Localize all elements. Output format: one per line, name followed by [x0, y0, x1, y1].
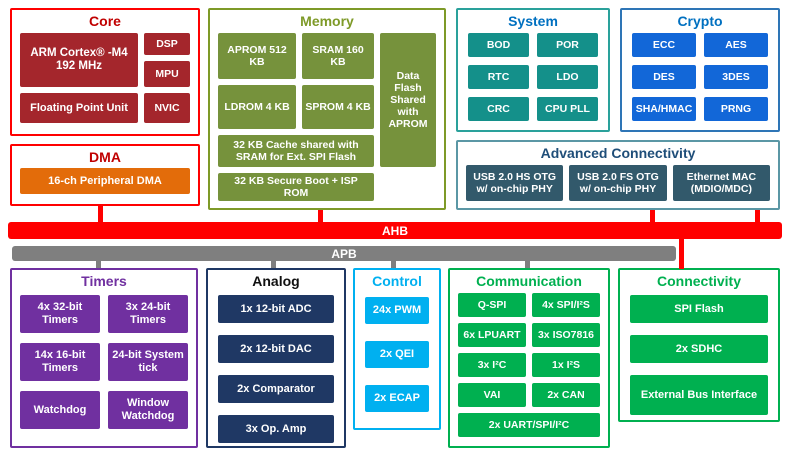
chip-spi-flash: SPI Flash [630, 295, 768, 323]
chip-sram: SRAM 160 KB [302, 33, 374, 79]
bus-connector-advconn-ahb-right [755, 210, 760, 223]
chip-ldo: LDO [537, 65, 598, 89]
chip-aprom: APROM 512 KB [218, 33, 296, 79]
chip-ethernet-mac: Ethernet MAC (MDIO/MDC) [672, 165, 770, 201]
communication-title: Communication [476, 273, 582, 289]
chip-peripheral-dma: 16-ch Peripheral DMA [20, 168, 190, 194]
chip-adc: 1x 12-bit ADC [218, 295, 334, 323]
crypto-title: Crypto [677, 13, 723, 29]
chip-uart-spi-i2c: 2x UART/SPI/I²C [458, 413, 600, 437]
chip-sprom: SPROM 4 KB [302, 85, 374, 129]
chip-rtc: RTC [468, 65, 529, 89]
timers-grid: 4x 32-bit Timers 3x 24-bit Timers 14x 16… [12, 291, 196, 437]
connectivity-stack: SPI Flash 2x SDHC External Bus Interface [620, 291, 778, 425]
crypto-block: Crypto ECC AES DES 3DES SHA/HMAC PRNG [620, 8, 780, 132]
chip-secure-boot: 32 KB Secure Boot + ISP ROM [218, 173, 374, 201]
analog-block: Analog 1x 12-bit ADC 2x 12-bit DAC 2x Co… [206, 268, 346, 448]
chip-iso7816: 3x ISO7816 [532, 323, 600, 347]
chip-arm-cortex-m4: ARM Cortex® -M4 192 MHz [20, 33, 138, 87]
bus-connector-apb-timers [96, 260, 101, 269]
chip-i2c: 3x I²C [458, 353, 526, 377]
chip-op-amp: 3x Op. Amp [218, 415, 334, 443]
chip-vai: VAI [458, 383, 526, 407]
ahb-bus-bar: AHB [8, 222, 782, 239]
chip-16bit-timers: 14x 16-bit Timers [20, 343, 100, 381]
dma-title: DMA [89, 149, 121, 165]
chip-usb-fs-otg: USB 2.0 FS OTG w/ on-chip PHY [569, 165, 667, 201]
memory-block: Memory APROM 512 KB SRAM 160 KB Data Fla… [208, 8, 446, 210]
memory-grid: APROM 512 KB SRAM 160 KB Data Flash Shar… [210, 31, 444, 209]
analog-stack: 1x 12-bit ADC 2x 12-bit DAC 2x Comparato… [208, 291, 344, 453]
timers-block: Timers 4x 32-bit Timers 3x 24-bit Timers… [10, 268, 198, 448]
control-block: Control 24x PWM 2x QEI 2x ECAP [353, 268, 441, 430]
chip-ecc: ECC [632, 33, 696, 57]
control-stack: 24x PWM 2x QEI 2x ECAP [355, 291, 439, 422]
advanced-connectivity-block: Advanced Connectivity USB 2.0 HS OTG w/ … [456, 140, 780, 210]
connectivity-block: Connectivity SPI Flash 2x SDHC External … [618, 268, 780, 422]
bus-connector-apb-control [391, 260, 396, 269]
chip-can: 2x CAN [532, 383, 600, 407]
chip-i2s: 1x I²S [532, 353, 600, 377]
chip-data-flash: Data Flash Shared with APROM [380, 33, 436, 167]
chip-cache: 32 KB Cache shared with SRAM for Ext. SP… [218, 135, 374, 167]
core-block: Core ARM Cortex® -M4 192 MHz DSP MPU Flo… [10, 8, 200, 136]
system-title: System [508, 13, 558, 29]
chip-mpu: MPU [144, 61, 190, 87]
bus-connector-memory-ahb [318, 210, 323, 223]
advanced-connectivity-grid: USB 2.0 HS OTG w/ on-chip PHY USB 2.0 FS… [458, 163, 778, 209]
chip-nvic: NVIC [144, 93, 190, 123]
crypto-grid: ECC AES DES 3DES SHA/HMAC PRNG [622, 31, 778, 131]
dma-grid: 16-ch Peripheral DMA [12, 167, 198, 202]
chip-prng: PRNG [704, 97, 768, 121]
chip-3des: 3DES [704, 65, 768, 89]
chip-des: DES [632, 65, 696, 89]
control-title: Control [372, 273, 422, 289]
chip-dsp: DSP [144, 33, 190, 55]
chip-ecap: 2x ECAP [365, 385, 429, 412]
chip-32bit-timers: 4x 32-bit Timers [20, 295, 100, 333]
chip-pwm: 24x PWM [365, 297, 429, 324]
chip-bod: BOD [468, 33, 529, 57]
communication-grid: Q-SPI 4x SPI/I²S 6x LPUART 3x ISO7816 3x… [450, 291, 608, 445]
chip-cpu-pll: CPU PLL [537, 97, 598, 121]
bus-connector-dma-ahb [98, 205, 103, 223]
bus-connector-ahb-connectivity [679, 238, 684, 269]
chip-fpu: Floating Point Unit [20, 93, 138, 123]
bus-connector-apb-analog [271, 260, 276, 269]
chip-24bit-timers: 3x 24-bit Timers [108, 295, 188, 333]
core-title: Core [89, 13, 121, 29]
chip-sha-hmac: SHA/HMAC [632, 97, 696, 121]
chip-aes: AES [704, 33, 768, 57]
chip-por: POR [537, 33, 598, 57]
chip-q-spi: Q-SPI [458, 293, 526, 317]
chip-window-watchdog: Window Watchdog [108, 391, 188, 429]
memory-title: Memory [300, 13, 354, 29]
analog-title: Analog [252, 273, 300, 289]
chip-usb-hs-otg: USB 2.0 HS OTG w/ on-chip PHY [466, 165, 564, 201]
dma-block: DMA 16-ch Peripheral DMA [10, 144, 200, 206]
chip-crc: CRC [468, 97, 529, 121]
chip-ldrom: LDROM 4 KB [218, 85, 296, 129]
chip-comparator: 2x Comparator [218, 375, 334, 403]
system-grid: BOD POR RTC LDO CRC CPU PLL [458, 31, 608, 131]
advanced-connectivity-title: Advanced Connectivity [540, 145, 696, 161]
chip-dac: 2x 12-bit DAC [218, 335, 334, 363]
core-grid: ARM Cortex® -M4 192 MHz DSP MPU Floating… [12, 31, 198, 131]
chip-lpuart: 6x LPUART [458, 323, 526, 347]
timers-title: Timers [81, 273, 127, 289]
communication-block: Communication Q-SPI 4x SPI/I²S 6x LPUART… [448, 268, 610, 448]
bus-connector-advconn-ahb-left [650, 210, 655, 223]
system-block: System BOD POR RTC LDO CRC CPU PLL [456, 8, 610, 132]
bus-connector-apb-communication [525, 260, 530, 269]
chip-system-tick: 24-bit System tick [108, 343, 188, 381]
chip-watchdog: Watchdog [20, 391, 100, 429]
apb-bus-bar: APB [12, 246, 676, 261]
chip-spi-i2s: 4x SPI/I²S [532, 293, 600, 317]
chip-external-bus-interface: External Bus Interface [630, 375, 768, 415]
chip-qei: 2x QEI [365, 341, 429, 368]
chip-sdhc: 2x SDHC [630, 335, 768, 363]
connectivity-title: Connectivity [656, 273, 741, 289]
